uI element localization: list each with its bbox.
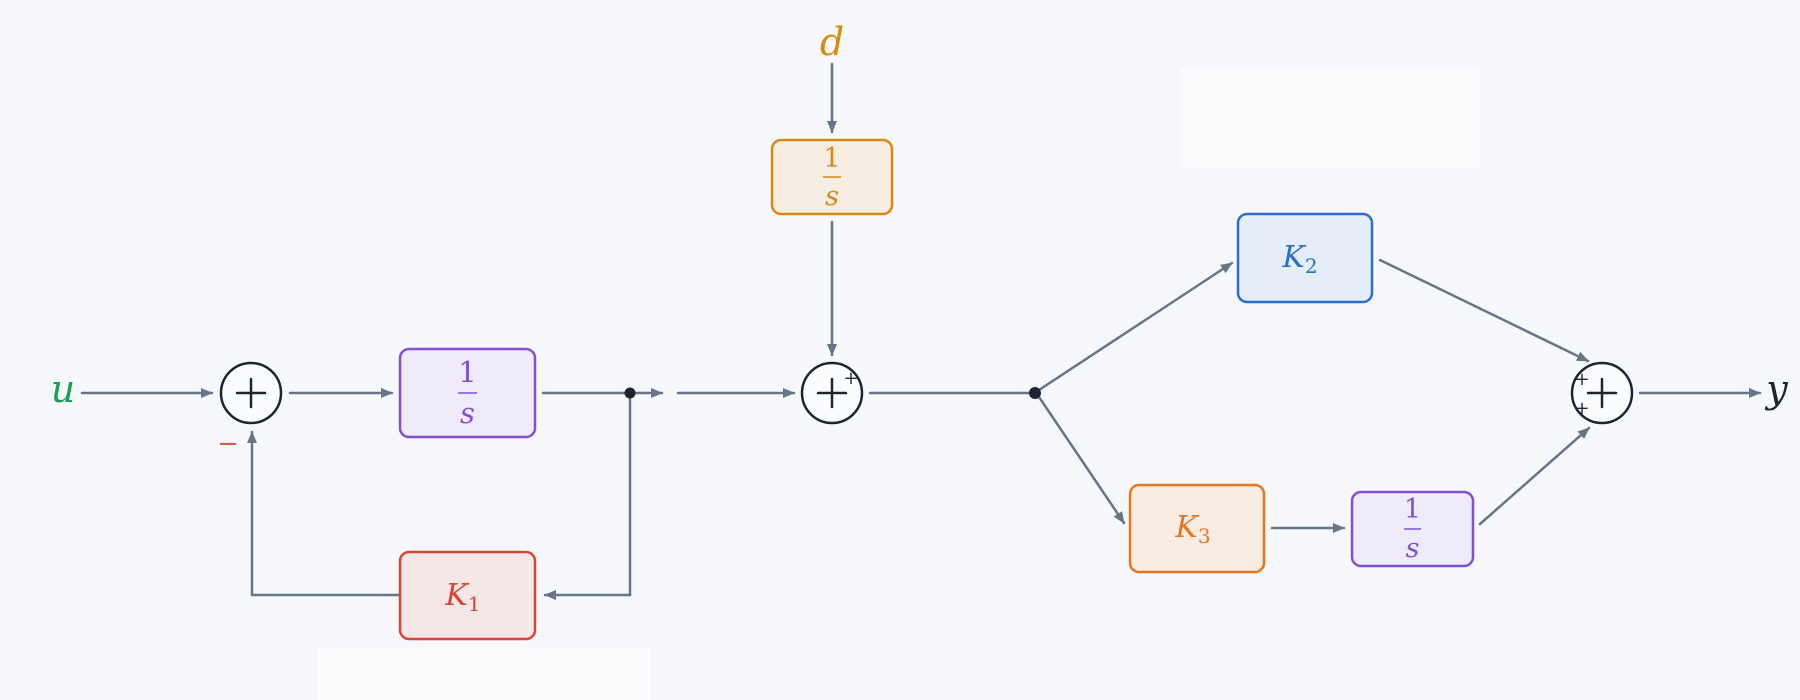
gain-k2-label: K2 [1281,240,1317,278]
disturbance-integrator-numerator: 1 [823,143,840,174]
gain-k1-label: K1 [444,578,480,616]
junction-dot-feedback [624,387,636,399]
output-signal-label: y [1764,367,1788,411]
gain-k1-symbol: K [444,578,469,613]
background-panel-bottom [318,648,650,700]
disturbance-integrator-block: 1 s [770,138,894,216]
wire-k2-to-sum3 [1378,258,1590,363]
disturbance-signal-label: d [820,20,844,64]
sum3-top-plus-sign: + [1574,369,1589,390]
wire-branch-to-k3 [1037,395,1126,525]
integrator-1-numerator: 1 [458,355,476,389]
integrator-1-denominator: s [460,396,475,430]
background-panel-top-right [1180,68,1480,168]
integrator-3-numerator: 1 [1404,494,1421,525]
gain-block-k1: K1 [398,550,537,641]
summing-junction-3 [1570,361,1634,425]
gain-k3-symbol: K [1174,510,1199,545]
gain-k2-symbol: K [1281,240,1306,275]
sum3-bottom-plus-sign: + [1574,398,1589,419]
feedback-minus-sign: − [217,429,239,459]
junction-dot-branch [1029,387,1041,399]
disturbance-integrator-denominator: s [825,181,839,212]
gain-block-k2: K2 [1236,212,1374,304]
integrator-block-1: 1 s [398,347,537,439]
gain-block-k3: K3 [1128,483,1266,574]
signal-wires [80,62,1762,600]
gain-k2-subscript: 2 [1305,254,1318,278]
wire-branch-to-k2 [1037,261,1234,392]
input-signal-label: u [51,367,75,411]
integrator-3-denominator: s [1406,533,1420,564]
gain-k3-subscript: 3 [1198,524,1211,548]
summing-junction-2 [800,361,864,425]
sum2-plus-sign: + [843,368,858,389]
wire-integrator-to-sum3 [1478,426,1591,526]
integrator-block-3: 1 s [1350,490,1475,568]
summing-junction-1 [219,361,283,425]
gain-k1-subscript: 1 [468,592,481,616]
gain-k3-label: K3 [1174,510,1210,548]
